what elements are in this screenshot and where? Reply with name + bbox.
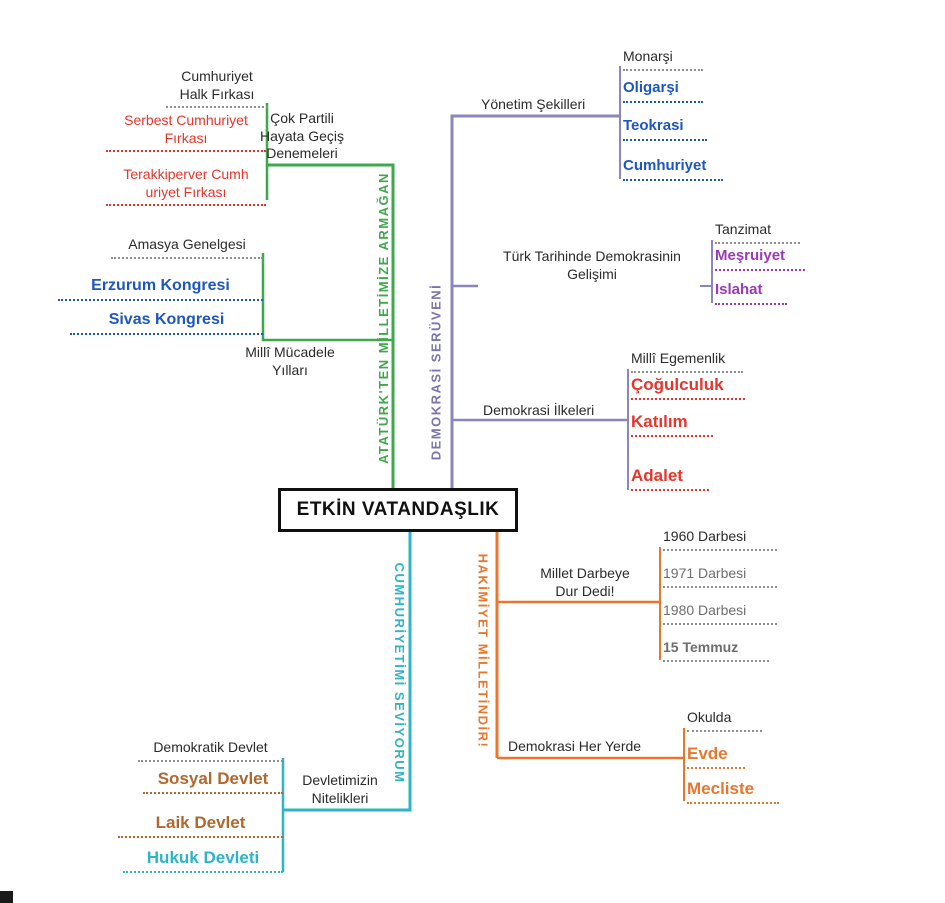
node-millet-darbeye-dur-dedi: Millet Darbeye Dur Dedi! — [540, 565, 630, 599]
node-turk-tarihinde-demokrasi: Türk Tarihinde Demokrasinin Gelişimi — [503, 248, 681, 282]
node-okulda: Okulda — [687, 709, 762, 732]
node-1971-darbesi: 1971 Darbesi — [663, 565, 777, 588]
center-node: ETKİN VATANDAŞLIK — [278, 488, 518, 532]
node-sivas-kongresi: Sivas Kongresi — [70, 310, 263, 335]
node-demokrasi-her-yerde: Demokrasi Her Yerde — [508, 738, 642, 754]
node-amasya-genelgesi: Amasya Genelgesi — [111, 236, 263, 259]
node-islahat: Islahat — [715, 281, 787, 305]
center-title: ETKİN VATANDAŞLIK — [296, 499, 500, 520]
node-monarsi: Monarşi — [623, 48, 703, 71]
node-mecliste: Mecliste — [687, 778, 779, 805]
node-evde: Evde — [687, 743, 745, 770]
node-devletimizin-nitelikleri: Devletimizin Nitelikleri — [302, 772, 378, 806]
node-cumhuriyet-halk-firkasi: Cumhuriyet Halk Fırkası — [166, 68, 268, 108]
node-1980-darbesi: 1980 Darbesi — [663, 602, 777, 625]
node-katilim: Katılım — [631, 411, 713, 438]
node-sosyal-devlet: Sosyal Devlet — [143, 768, 283, 795]
node-cogulculuk: Çoğulculuk — [631, 374, 745, 401]
node-milli-egemenlik: Millî Egemenlik — [631, 350, 743, 373]
branch-label-demokrasi-seruveni: DEMOKRASİ SERÜVENİ — [428, 283, 443, 461]
node-erzurum-kongresi: Erzurum Kongresi — [58, 276, 263, 301]
green-trunk-line — [267, 163, 395, 488]
green-mucadele-line — [261, 253, 393, 342]
node-demokrasi-ilkeleri: Demokrasi İlkeleri — [483, 402, 595, 418]
node-laik-devlet: Laik Devlet — [118, 812, 283, 839]
node-cumhuriyet: Cumhuriyet — [623, 157, 723, 181]
node-demokratik-devlet: Demokratik Devlet — [138, 739, 283, 762]
corner-mark — [0, 891, 13, 903]
branch-label-ataturk: ATATÜRK'TEN MİLLETİMİZE ARMAĞAN — [375, 172, 391, 464]
teal-trunk-line — [283, 532, 412, 812]
node-tanzimat: Tanzimat — [715, 221, 800, 244]
node-serbest-cumhuriyet-firkasi: Serbest Cumhuriyet Fırkası — [106, 112, 266, 152]
node-terakkiperver-firkasi: Terakkiperver Cumh uriyet Fırkası — [106, 166, 266, 206]
node-oligarsi: Oligarşi — [623, 79, 703, 103]
node-1960-darbesi: 1960 Darbesi — [663, 528, 777, 551]
node-mesruiyet: Meşruiyet — [715, 247, 805, 271]
node-15-temmuz: 15 Temmuz — [663, 639, 769, 662]
node-yonetim-sekilleri: Yönetim Şekilleri — [481, 96, 586, 112]
node-cok-partili: Çok Partili Hayata Geçiş Denemeleri — [259, 110, 345, 161]
branch-label-hakimiyet: HAKİMİYET MİLLETİNDİR! — [476, 553, 491, 749]
node-teokrasi: Teokrasi — [623, 117, 707, 141]
node-milli-mucadele: Millî Mücadele Yılları — [245, 344, 335, 378]
node-adalet: Adalet — [631, 465, 709, 492]
branch-label-cumhuriyetimi: CUMHURİYETİMİ SEVİYORUM — [392, 562, 408, 784]
purple-trunk-line — [450, 114, 620, 488]
node-hukuk-devleti: Hukuk Devleti — [123, 847, 283, 874]
